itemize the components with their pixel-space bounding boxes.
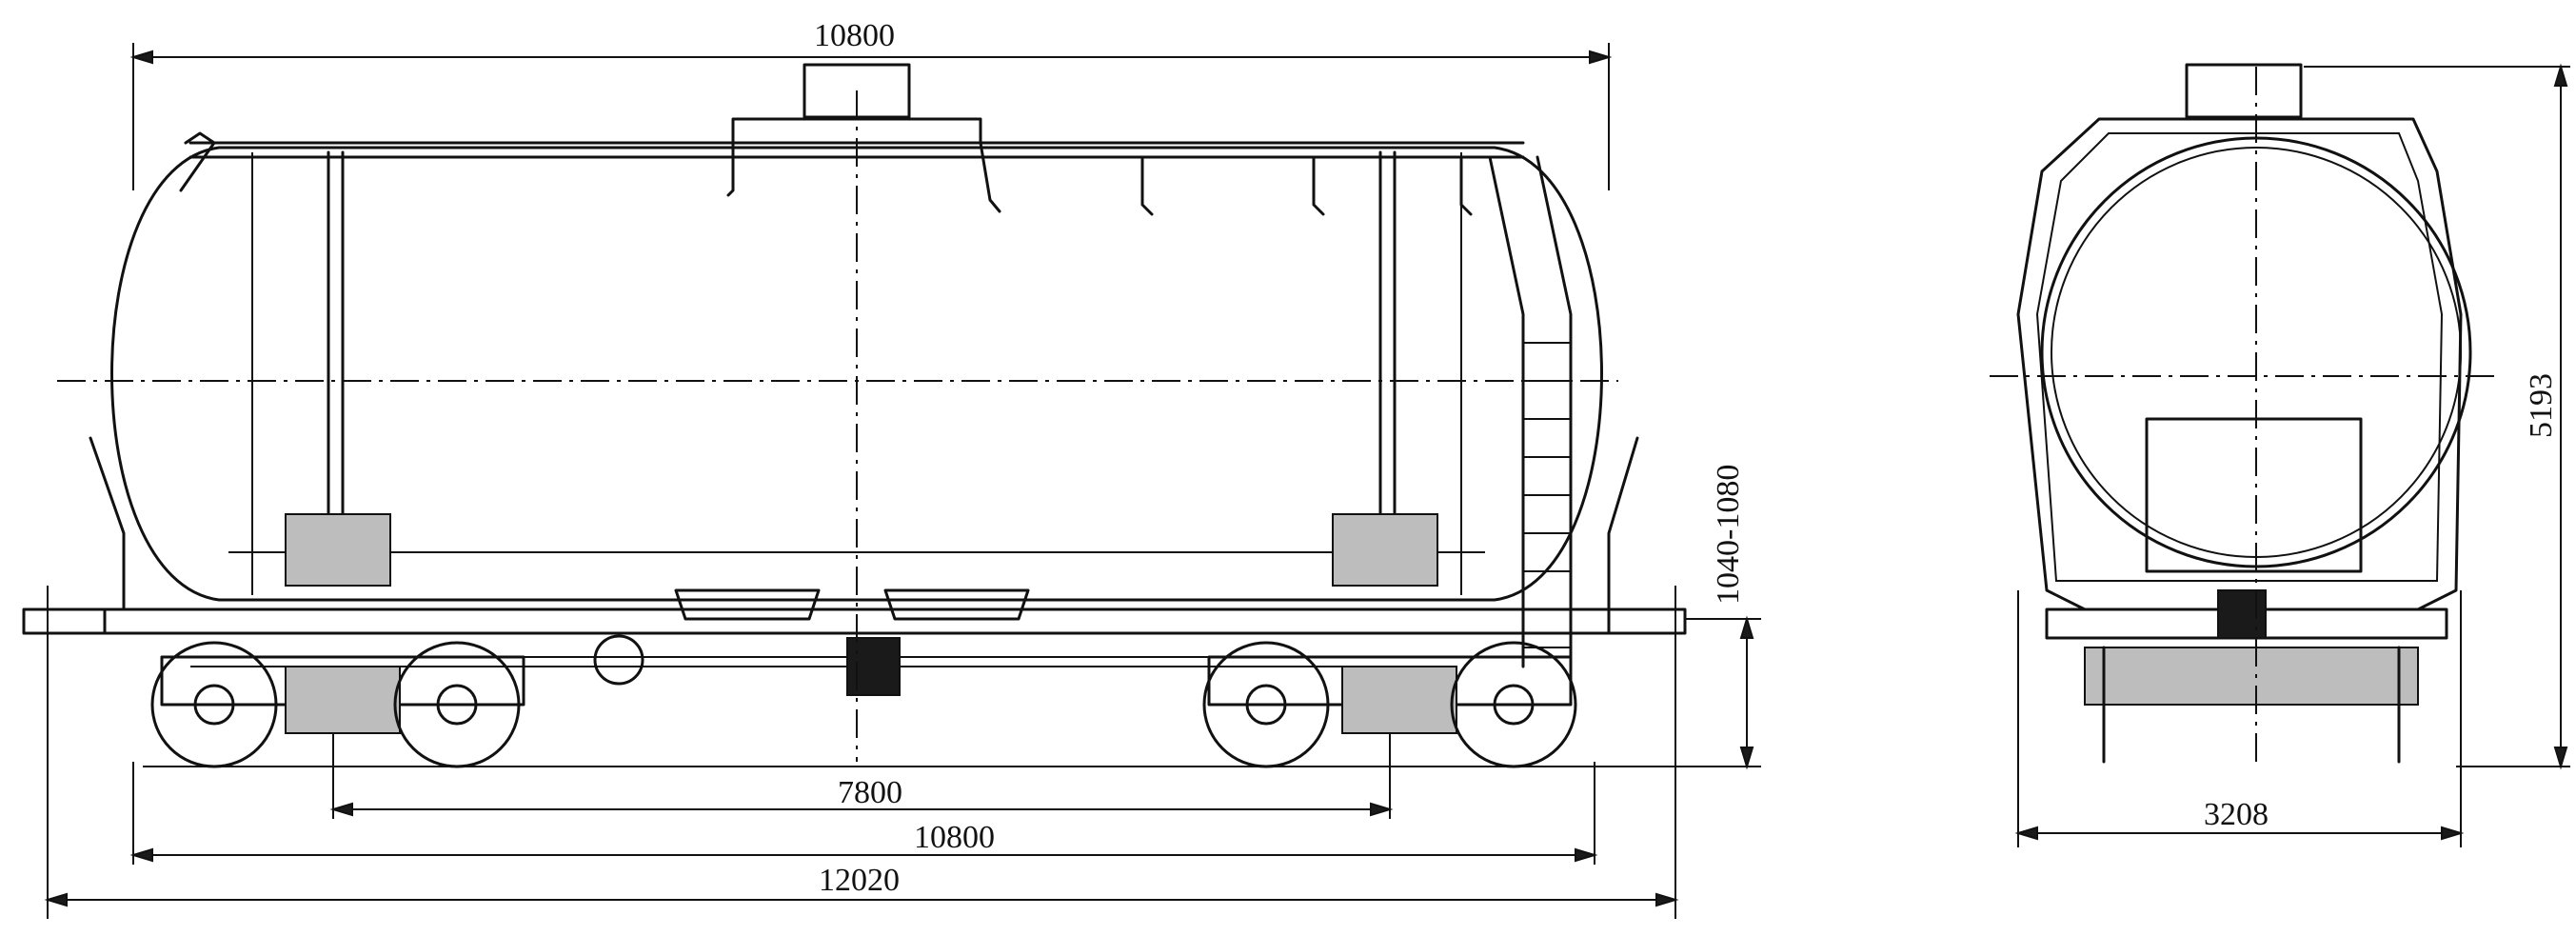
tank-strap-right (1378, 150, 1397, 573)
end-bracket-right (1607, 436, 1639, 611)
end-frame-inner (2035, 132, 2444, 582)
right-ladder-rails (1488, 155, 1573, 668)
top-hooks (726, 141, 1473, 216)
end-coupler (2217, 589, 2267, 639)
brake-cylinder (846, 637, 901, 696)
dim-coupler-height: 1040-1080 (1685, 465, 1761, 770)
coupler-right (1607, 607, 1687, 635)
end-dome (2185, 63, 2303, 119)
bogie-left (150, 641, 525, 768)
dim-overall-length-label: 12020 (819, 863, 900, 898)
handbrake-wheel (593, 634, 644, 686)
dim-bogie-centers: 7800 (329, 733, 1394, 819)
end-bracket-left (89, 436, 126, 611)
end-wheels (2102, 646, 2401, 764)
dim-top-length: 10800 (129, 18, 1613, 190)
end-frame (2016, 117, 2463, 611)
bottom-outlet (674, 588, 1030, 621)
tank-body (110, 146, 1603, 602)
dim-coupler-height-label: 1040-1080 (1711, 465, 1746, 605)
ladder-rungs (1523, 342, 1571, 648)
side-view: 10800 7800 10800 12020 (22, 18, 1761, 919)
dim-frame-length-label: 10800 (914, 820, 995, 855)
tank-strap-left (327, 150, 345, 573)
dim-frame-length: 10800 (129, 762, 1598, 865)
coupler-left (22, 607, 107, 635)
dim-end-height-label: 5193 (2524, 373, 2559, 438)
dim-top-length-label: 10800 (814, 18, 895, 53)
dim-overall-length: 12020 (44, 586, 1679, 919)
saddle-left (285, 513, 391, 587)
end-lower-housing (2145, 417, 2363, 573)
left-end-platform (179, 131, 216, 192)
dim-bogie-centers-label: 7800 (838, 775, 902, 810)
saddle-right (1332, 513, 1438, 587)
dim-end-width-label: 3208 (2204, 797, 2269, 832)
end-bogie (2084, 647, 2419, 706)
dim-end-width: 3208 (2014, 590, 2465, 847)
end-view: 3208 5193 (1990, 63, 2570, 847)
dim-end-height: 5193 (2304, 63, 2570, 770)
bogie-right (1202, 641, 1577, 768)
